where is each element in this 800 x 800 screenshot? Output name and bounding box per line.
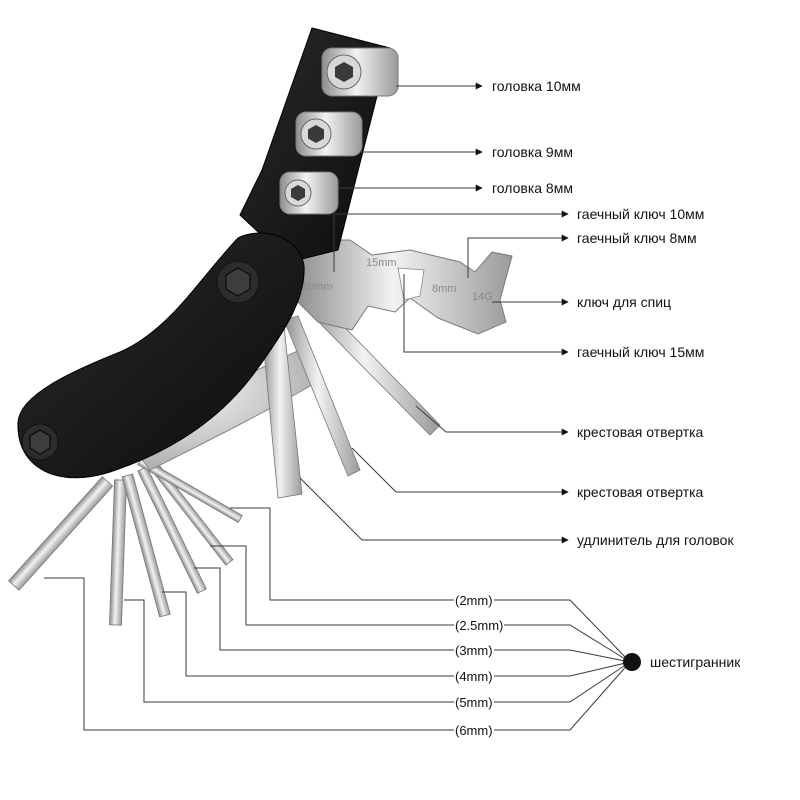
- socket-arm: [239, 27, 399, 263]
- leader-socket-extension: [299, 477, 569, 544]
- leader-wrench-10: [333, 210, 569, 272]
- socket-9mm: [295, 111, 363, 157]
- hex-size-6mm: (6mm): [454, 723, 494, 738]
- hex-size-5mm: (5mm): [454, 695, 494, 710]
- engraving-14g: 14G: [472, 291, 493, 303]
- leader-lines-top: [299, 82, 569, 544]
- label-wrench-10mm: гаечный ключ 10мм: [577, 206, 705, 222]
- leader-wrench-8: [467, 234, 569, 278]
- engraving-10mm: 10mm: [302, 281, 333, 293]
- leader-phillips-2: [351, 447, 569, 496]
- hex-group-dot: [623, 653, 641, 671]
- label-wrench-15mm: гаечный ключ 15мм: [577, 344, 705, 360]
- engraving-8mm: 8mm: [432, 283, 456, 295]
- leader-lines-hex: [44, 507, 631, 731]
- phillips-screwdriver-2: [283, 315, 361, 477]
- hex-key-3mm: [137, 466, 207, 594]
- leader-hex-4mm: [162, 591, 631, 677]
- hex-socket-icon: [291, 185, 305, 201]
- label-socket-9mm: головка 9мм: [492, 144, 573, 160]
- leader-hex-3mm: [194, 567, 631, 663]
- hex-key-6mm: [8, 476, 114, 591]
- hex-size-2-5mm: (2.5mm): [454, 618, 505, 633]
- label-spoke-key: ключ для спиц: [577, 294, 672, 310]
- label-wrench-8mm: гаечный ключ 8мм: [577, 230, 697, 246]
- hex-socket-icon: [335, 62, 353, 82]
- label-hex-group: шестигранник: [650, 654, 741, 670]
- hex-key-4mm: [121, 473, 171, 618]
- bolt-upper: [216, 260, 260, 304]
- label-phillips-1: крестовая отвертка: [577, 424, 704, 440]
- leader-hex-6mm: [44, 577, 631, 731]
- label-phillips-2: крестовая отвертка: [577, 484, 704, 500]
- tool-body: [17, 232, 305, 479]
- hex-size-3mm: (3mm): [454, 643, 494, 658]
- bolt-lower: [21, 423, 59, 461]
- hex-size-4mm: (4mm): [454, 669, 494, 684]
- hex-size-2mm: (2mm): [454, 593, 494, 608]
- leader-hex-5mm: [124, 599, 631, 703]
- socket-8mm: [279, 171, 339, 215]
- leader-hex-2-5mm: [210, 545, 631, 663]
- leader-phillips-1: [415, 405, 569, 436]
- label-socket-extension: удлинитель для головок: [577, 532, 734, 548]
- hex-socket-icon: [308, 125, 324, 143]
- label-socket-8mm: головка 8мм: [492, 180, 573, 196]
- leader-hex-2mm: [230, 507, 631, 663]
- socket-10mm: [321, 47, 399, 97]
- label-socket-10mm: головка 10мм: [492, 78, 581, 94]
- leader-wrench-15: [403, 274, 569, 356]
- engraving-15mm: 15mm: [366, 257, 397, 269]
- hex-keys: [8, 456, 243, 626]
- hex-key-5mm: [109, 479, 127, 626]
